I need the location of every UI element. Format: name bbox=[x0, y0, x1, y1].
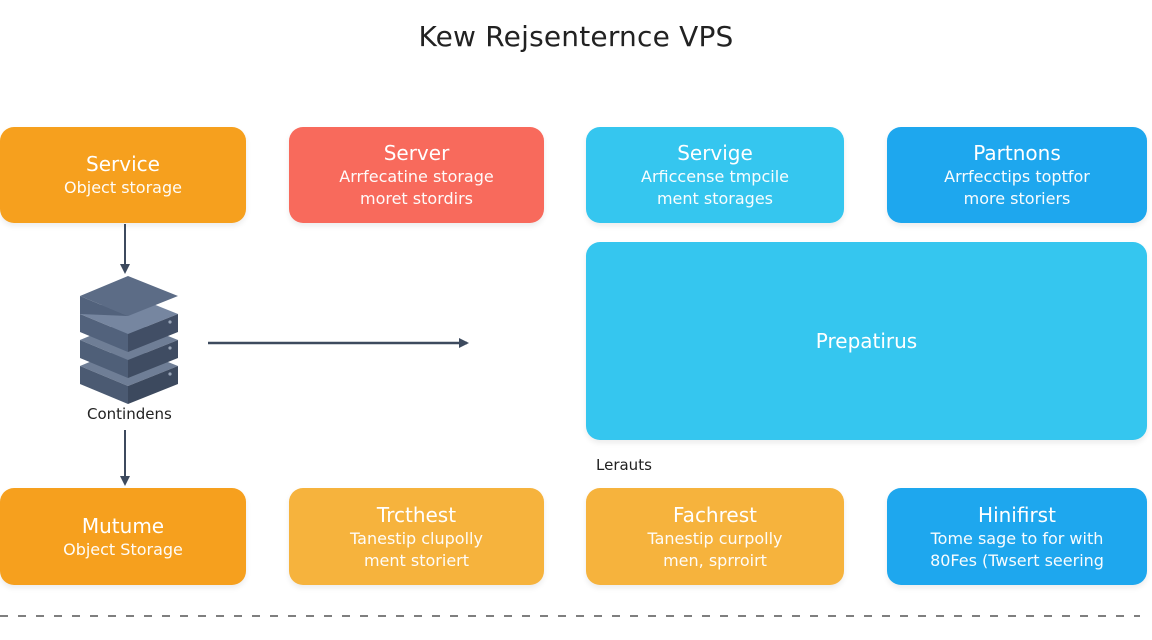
server-stack-icon bbox=[80, 276, 178, 404]
box-title: Server bbox=[383, 141, 450, 165]
box-subtitle: men, sprroirt bbox=[663, 550, 767, 570]
box-service: Service Object storage bbox=[0, 127, 246, 223]
box-subtitle: Arrfecatine storage bbox=[339, 167, 494, 186]
box-subtitle: Tanestip curpolly bbox=[647, 528, 783, 548]
box-title: Prepatirus bbox=[815, 329, 918, 353]
box-subtitle: Object Storage bbox=[63, 539, 183, 559]
box-subtitle: ment storiert bbox=[363, 550, 470, 570]
box-subtitle: Tome sage to for with bbox=[930, 528, 1104, 548]
box-title: Fachrest bbox=[673, 502, 757, 527]
box-fachrest: Fachrest Tanestip curpolly men, sprroirt bbox=[586, 488, 844, 585]
box-title: Trcthest bbox=[376, 502, 457, 527]
box-subtitle: Arrfecctips toptfor bbox=[944, 167, 1090, 186]
box-servige: Servige Arficcense tmpcile ment storages bbox=[586, 127, 844, 223]
box-title: Service bbox=[86, 152, 160, 176]
box-prepatirus: Prepatirus bbox=[586, 242, 1147, 440]
box-server: Server Arrfecatine storage moret stordir… bbox=[289, 127, 544, 223]
box-trcthest: Trcthest Tanestip clupolly ment storiert bbox=[289, 488, 544, 585]
box-subtitle: more storiers bbox=[963, 189, 1071, 208]
box-title: Partnons bbox=[973, 141, 1061, 165]
box-partnons: Partnons Arrfecctips toptfor more storie… bbox=[887, 127, 1147, 223]
box-subtitle: Tanestip clupolly bbox=[350, 528, 483, 548]
box-hinifirst: Hinifirst Tome sage to for with 80Fes (T… bbox=[887, 488, 1147, 585]
box-title: Hinifirst bbox=[978, 502, 1056, 527]
box-subtitle: moret stordirs bbox=[359, 189, 473, 208]
box-subtitle: 80Fes (Twsert seering bbox=[930, 550, 1104, 570]
server-label: Contindens bbox=[87, 405, 172, 423]
box-subtitle: Arficcense tmpcile bbox=[641, 167, 789, 186]
box-subtitle: Object storage bbox=[64, 178, 182, 197]
diagram-title: Kew Rejsenternce VPS bbox=[418, 20, 734, 53]
box-title: Mutume bbox=[81, 513, 165, 538]
big-box-caption: Lerauts bbox=[596, 456, 652, 474]
box-title: Servige bbox=[677, 141, 753, 165]
box-subtitle: ment storages bbox=[656, 189, 774, 208]
box-mutume: Mutume Object Storage bbox=[0, 488, 246, 585]
